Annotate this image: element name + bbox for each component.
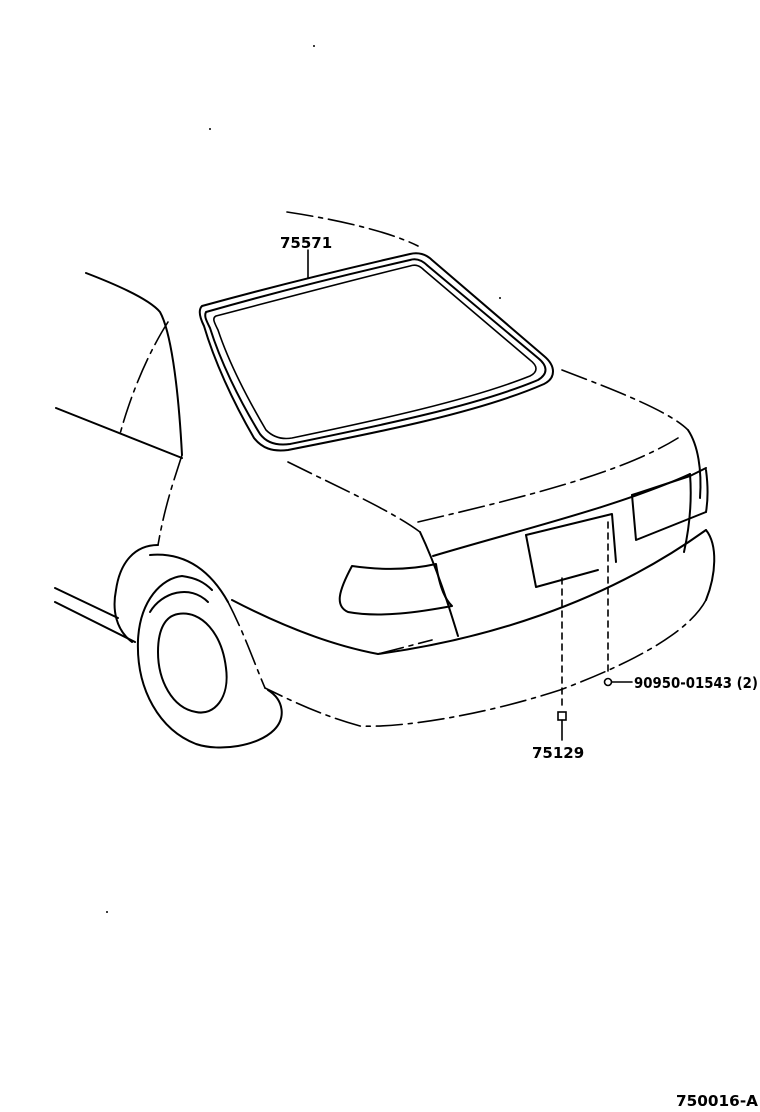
leader-lines	[307, 249, 633, 741]
rear-wheel	[136, 575, 283, 749]
diagram-code: 750016-A	[676, 1092, 758, 1110]
part-number-75129: 75129	[532, 744, 584, 762]
car-body	[54, 211, 716, 728]
part-number-clip: 90950-01543 (2)	[634, 674, 758, 692]
part-number-75571: 75571	[280, 234, 332, 252]
specks	[106, 45, 501, 913]
rear-window-weatherstrip	[198, 252, 554, 452]
